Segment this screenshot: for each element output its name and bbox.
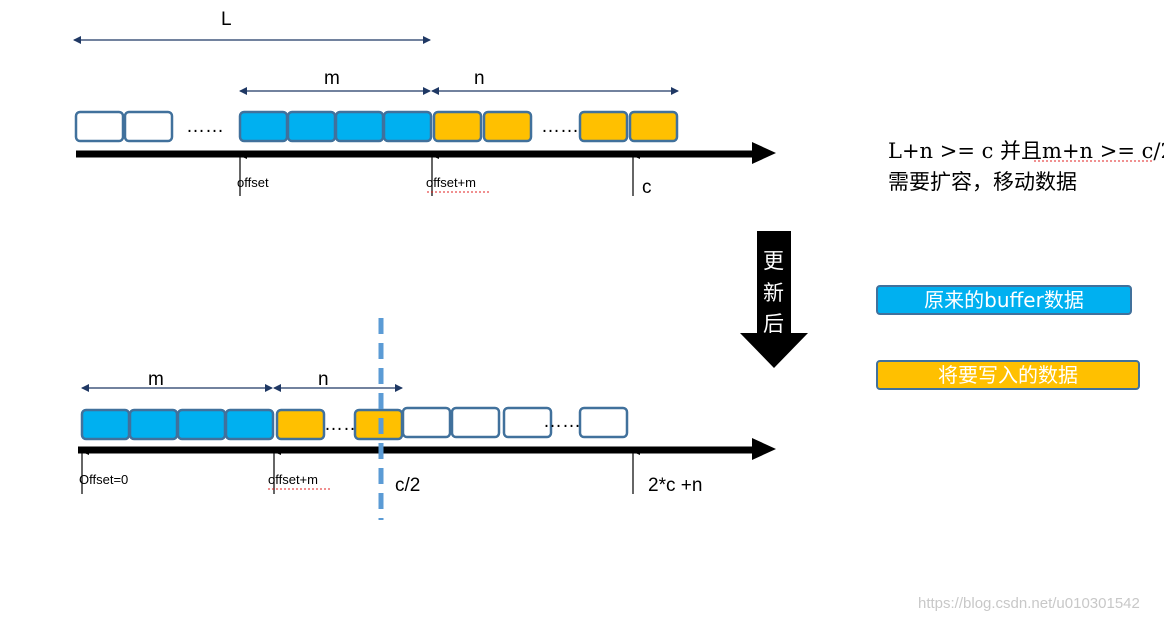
- original-cell: [238, 110, 289, 143]
- empty-cell: [123, 110, 174, 143]
- legend-new-write: 将要写入的数据: [876, 360, 1140, 390]
- top-axis-arrowhead: [752, 142, 776, 164]
- m-label: m: [148, 369, 164, 390]
- c-half-label: c/2: [395, 475, 420, 496]
- new-write-cell: [628, 110, 679, 143]
- original-cell: [80, 408, 131, 441]
- empty-cell: [450, 406, 501, 439]
- offset-m-label: offset+m: [426, 175, 476, 190]
- original-cell: [382, 110, 433, 143]
- top-diagram: L m n …… …… offset offset+m c: [73, 9, 776, 198]
- legend-new-write-label: 将要写入的数据: [938, 363, 1078, 387]
- m-label: m: [324, 68, 340, 89]
- legend-original-buffer: 原来的buffer数据: [876, 285, 1132, 315]
- ellipsis: ……: [543, 411, 581, 432]
- down-arrow-icon: [740, 231, 808, 368]
- condition-line-2: 需要扩容，移动数据: [888, 170, 1077, 194]
- bottom-diagram: m n …… …… Offset=0 offset+m c/2 2*c +n: [78, 318, 776, 520]
- empty-cell: [578, 406, 629, 439]
- n-label: n: [318, 369, 329, 390]
- original-cell: [176, 408, 227, 441]
- empty-cell: [401, 406, 452, 439]
- arrow-char-2: 新: [763, 281, 784, 305]
- original-cell: [128, 408, 179, 441]
- offset-m-label: offset+m: [268, 472, 318, 487]
- ellipsis: ……: [541, 116, 579, 137]
- update-arrow: 更 新 后: [740, 231, 808, 368]
- original-cell: [286, 110, 337, 143]
- condition-line-1: L+n >= c 并且m+n >= c/2: [888, 139, 1164, 163]
- original-cell: [224, 408, 275, 441]
- offset-label: offset: [237, 175, 269, 190]
- new-write-cell: [275, 408, 326, 441]
- arrow-char-3: 后: [763, 312, 784, 336]
- L-label: L: [221, 9, 232, 30]
- watermark: https://blog.csdn.net/u010301542: [918, 595, 1140, 612]
- new-write-cell: [482, 110, 533, 143]
- legend-original-label: 原来的buffer数据: [924, 288, 1084, 312]
- n-label: n: [474, 68, 485, 89]
- bottom-axis-arrowhead: [752, 438, 776, 460]
- capacity-label: 2*c +n: [648, 475, 702, 496]
- original-cell: [334, 110, 385, 143]
- ellipsis: ……: [186, 116, 224, 137]
- empty-cell: [502, 406, 553, 439]
- condition-text: L+n >= c 并且m+n >= c/2 需要扩容，移动数据: [888, 139, 1164, 194]
- new-write-cell: [432, 110, 483, 143]
- arrow-char-1: 更: [763, 249, 784, 273]
- new-write-cell: [578, 110, 629, 143]
- empty-cell: [74, 110, 125, 143]
- ellipsis: ……: [324, 414, 362, 435]
- offset0-label: Offset=0: [79, 472, 128, 487]
- c-label: c: [642, 177, 652, 198]
